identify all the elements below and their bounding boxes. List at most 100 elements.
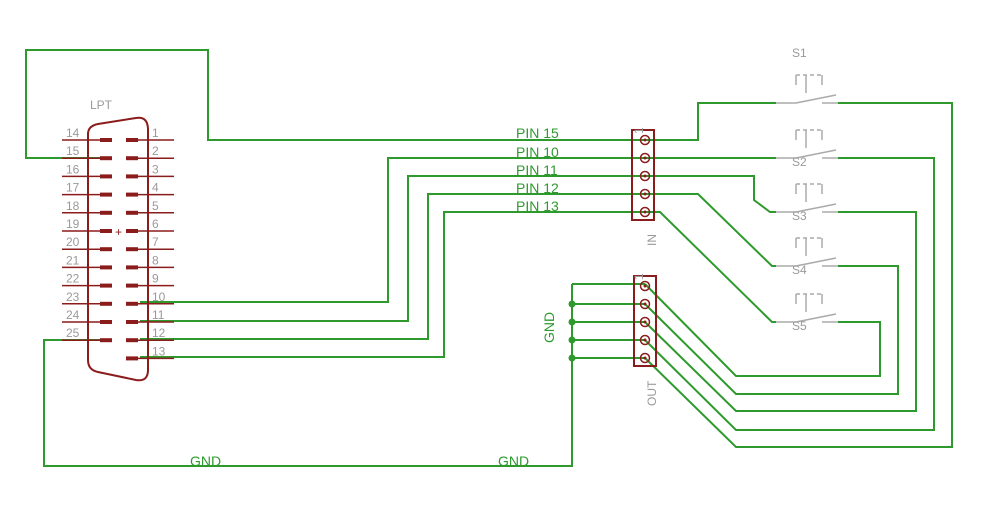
switch-blade xyxy=(795,203,837,213)
lpt-pin-14: 14 xyxy=(62,126,112,142)
lpt-pin-16: 16 xyxy=(62,162,112,179)
net-label-pin15: PIN 15 xyxy=(516,125,559,141)
lpt-pin-17: 17 xyxy=(62,181,112,197)
connector-pin-hole xyxy=(639,352,651,364)
lpt-label: LPT xyxy=(90,98,113,112)
wire-in3-s3 xyxy=(640,175,776,213)
connector-pin-hole xyxy=(639,316,651,328)
lpt-pin-15: 15 xyxy=(62,144,112,161)
lpt-pin-number: 9 xyxy=(152,272,159,286)
switch-blade xyxy=(795,94,837,104)
net-label-pin11: PIN 11 xyxy=(516,162,558,178)
switch-label: S4 xyxy=(792,263,807,277)
junction-dot xyxy=(568,336,576,344)
wire-s4-out xyxy=(644,265,899,395)
connector-pin-center xyxy=(643,284,647,288)
net-labels: PIN 15 PIN 10 PIN 11 PIN 12 PIN 13 GND G… xyxy=(190,125,559,469)
wires xyxy=(25,49,953,467)
lpt-pin-number: 6 xyxy=(152,217,159,231)
lpt-pin-number: 5 xyxy=(152,199,159,213)
switch-blade xyxy=(795,149,837,159)
switch-s1: S1 xyxy=(776,46,838,104)
switch-label: S1 xyxy=(792,46,807,60)
out-connector-pins xyxy=(639,280,651,364)
lpt-pin-number: 3 xyxy=(152,162,159,176)
connector-pin-center xyxy=(643,338,647,342)
lpt-pin-number: 22 xyxy=(66,272,80,286)
connector-pin-center xyxy=(643,320,647,324)
lpt-pin-22: 22 xyxy=(62,272,112,288)
net-label-gnd-mid: GND xyxy=(498,453,529,469)
connector-pin-hole xyxy=(639,206,651,218)
lpt-pin-number: 20 xyxy=(66,235,80,249)
lpt-pin-21: 21 xyxy=(62,253,112,270)
wire-s1-out xyxy=(644,102,953,448)
lpt-center-mark: + xyxy=(115,225,122,239)
wire-pin12 xyxy=(140,193,640,340)
connector-pin-hole xyxy=(639,188,651,200)
net-label-pin12: PIN 12 xyxy=(516,180,559,196)
switch-label: S2 xyxy=(792,155,807,169)
connector-pin-hole xyxy=(639,170,651,182)
connector-pin-center xyxy=(643,356,647,360)
in-pin1-label: 1 xyxy=(632,127,646,134)
lpt-pin-number: 15 xyxy=(66,144,80,158)
in-connector-pins xyxy=(639,134,651,218)
lpt-pin-9: 9 xyxy=(126,272,174,288)
lpt-pin-number: 25 xyxy=(66,326,80,340)
wire-pin13 xyxy=(140,211,640,358)
wire-in5-s5 xyxy=(640,211,776,323)
connector-pin-center xyxy=(643,138,647,142)
wire-in1-s1 xyxy=(640,102,776,141)
lpt-pin-19: 19 xyxy=(62,217,112,233)
lpt-pin-12: 12 xyxy=(126,326,174,343)
lpt-pin-number: 16 xyxy=(66,162,80,176)
out-connector-label: OUT xyxy=(645,380,659,406)
lpt-pin-number: 2 xyxy=(152,144,159,158)
lpt-pin-1: 1 xyxy=(126,126,174,142)
lpt-pin-number: 21 xyxy=(66,253,80,267)
switch-blade xyxy=(795,257,837,267)
net-label-gnd-vertical: GND xyxy=(541,312,557,343)
lpt-pin-number: 11 xyxy=(152,308,165,322)
connector-pin-center xyxy=(643,302,647,306)
lpt-pin-number: 24 xyxy=(66,308,80,322)
lpt-pin-number: 10 xyxy=(152,290,166,304)
lpt-pin-number: 8 xyxy=(152,253,159,267)
wire-gnd xyxy=(43,284,573,467)
wire-s3-out xyxy=(644,211,917,412)
connector-pin-center xyxy=(643,210,647,214)
switch-blade xyxy=(795,313,837,323)
lpt-pin-3: 3 xyxy=(126,162,174,179)
lpt-pin-10: 10 xyxy=(126,290,174,306)
connector-pin-hole xyxy=(639,334,651,346)
out-pin1-label: 1 xyxy=(632,273,646,280)
switch-label: S5 xyxy=(792,319,807,333)
lpt-pin-25: 25 xyxy=(62,326,112,343)
lpt-pin-number: 18 xyxy=(66,199,80,213)
lpt-left-pins: 14 15 16 17 18 19 20 21 22 23 24 25 xyxy=(62,126,112,343)
connector-pin-hole xyxy=(639,134,651,146)
junction-dot xyxy=(568,318,576,326)
wire-pin10 xyxy=(140,157,640,303)
in-connector: 1 IN xyxy=(631,127,659,246)
connector-pin-hole xyxy=(639,298,651,310)
lpt-pin-number: 12 xyxy=(152,326,166,340)
wire-s2-out xyxy=(644,157,935,431)
lpt-pin-2: 2 xyxy=(126,144,174,161)
lpt-pin-8: 8 xyxy=(126,253,174,270)
out-connector-body xyxy=(633,275,657,367)
in-connector-body xyxy=(631,129,655,221)
switch-s4: S4 xyxy=(776,237,838,277)
net-label-pin13: PIN 13 xyxy=(516,198,559,214)
switch-label: S3 xyxy=(792,209,807,223)
lpt-pin-number: 19 xyxy=(66,217,80,231)
lpt-pin-20: 20 xyxy=(62,235,112,252)
lpt-pin-6: 6 xyxy=(126,217,174,233)
switch-s3: S3 xyxy=(776,183,838,223)
lpt-pin-23: 23 xyxy=(62,290,112,306)
